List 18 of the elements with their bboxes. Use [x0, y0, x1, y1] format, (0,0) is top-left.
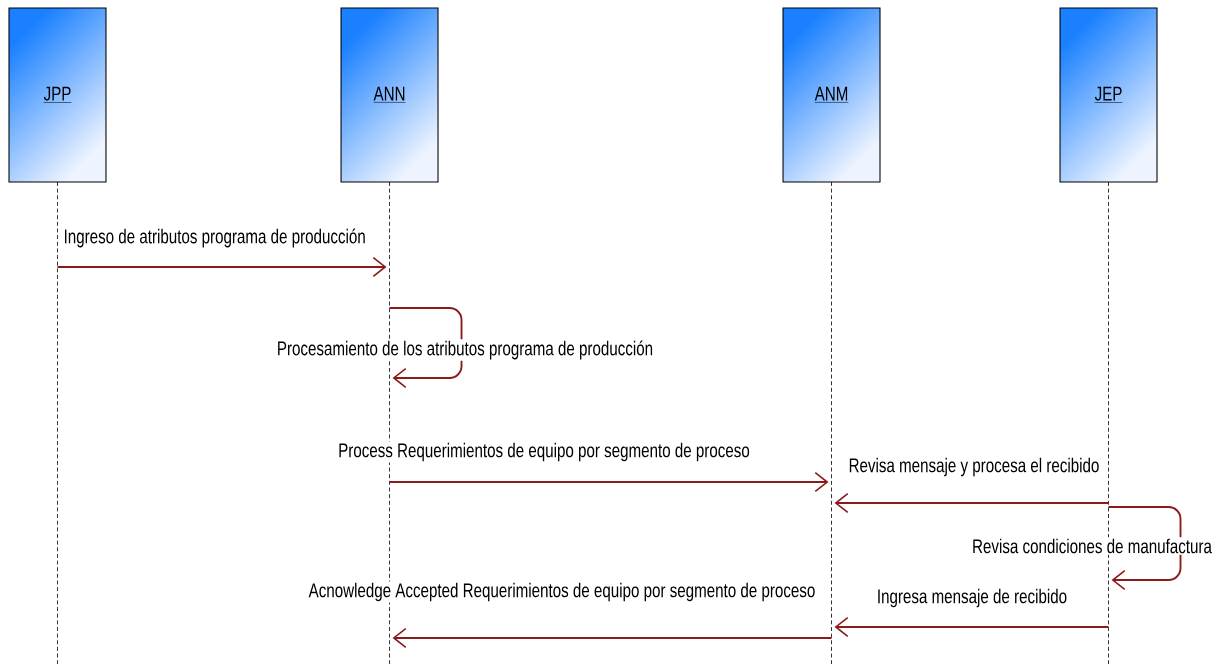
- message-label: Ingresa mensaje de recibido: [875, 587, 1069, 609]
- message-arrow: [388, 471, 829, 493]
- message-label: Process Requerimientos de equipo por segmento de proceso: [336, 441, 752, 463]
- lifeline-box: ANN: [340, 7, 439, 183]
- message-label: Ingreso de atributos programa de producción: [62, 227, 368, 249]
- message-label: Acnowledge Accepted Requerimientos de equipo por segmento de proceso: [307, 581, 817, 603]
- message-label: Procesamiento de los atributos programa de producción: [275, 339, 655, 361]
- self-message-arrow: [1107, 506, 1182, 591]
- self-message-arrow: [388, 307, 463, 389]
- message-arrow: [392, 627, 833, 649]
- message-arrow: [834, 492, 1110, 514]
- lifeline-box: JPP: [8, 7, 107, 183]
- message-arrow: [56, 256, 387, 278]
- message-arrow: [834, 616, 1110, 638]
- message-label: Revisa mensaje y procesa el recibido: [847, 456, 1101, 478]
- lifeline-box: ANM: [782, 7, 881, 183]
- message-label: Revisa condiciones de manufactura: [970, 537, 1214, 555]
- lifeline-box: JEP: [1059, 7, 1158, 183]
